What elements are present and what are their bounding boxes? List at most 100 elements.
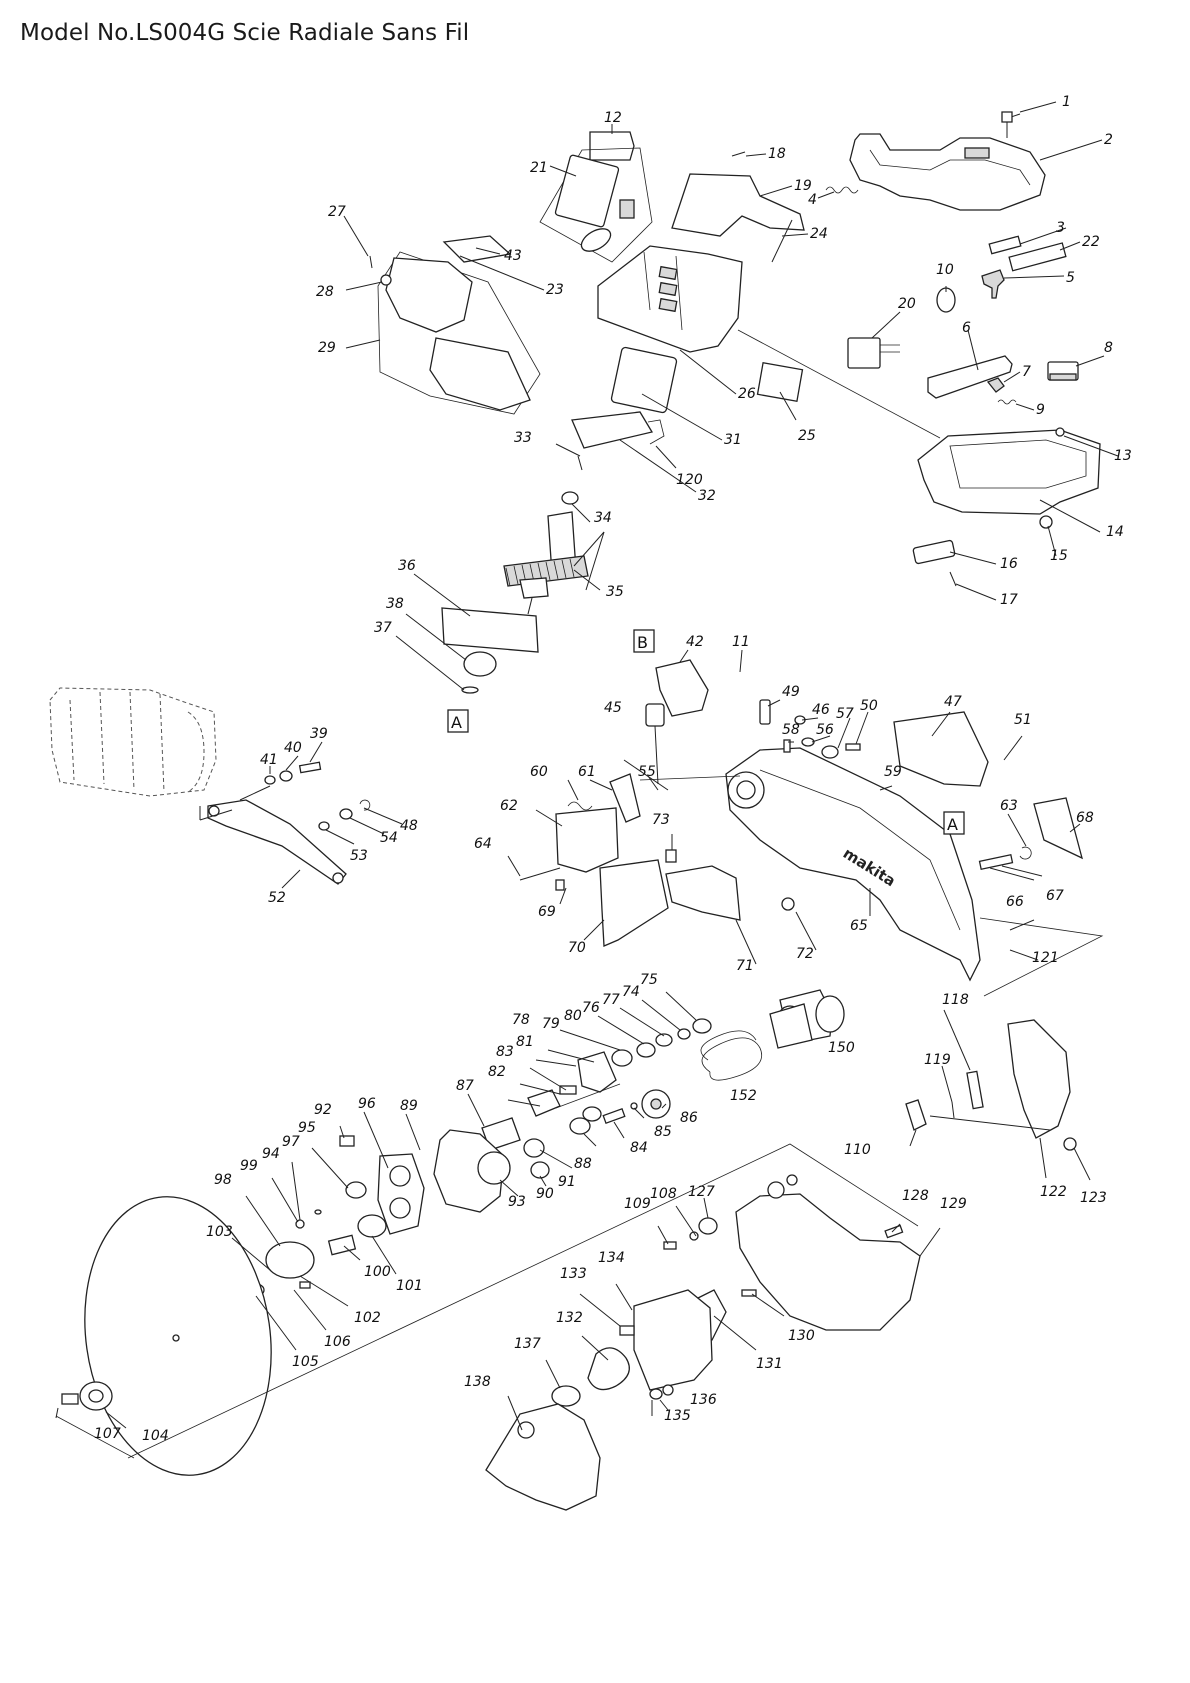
- callout-76: 76: [582, 1000, 600, 1016]
- callout-68: 68: [1076, 810, 1094, 826]
- callout-49: 49: [782, 684, 800, 700]
- callout-86: 86: [680, 1110, 698, 1126]
- callout-120: 120: [676, 472, 703, 488]
- group-outlines: [55, 329, 1104, 1459]
- saw-blade: [61, 1196, 272, 1476]
- base-assembly: [912, 427, 1101, 587]
- callout-28: 28: [316, 284, 334, 300]
- callout-42: 42: [686, 634, 704, 650]
- callout-123: 123: [1080, 1190, 1107, 1206]
- callout-152: 152: [730, 1088, 757, 1104]
- callout-29: 29: [318, 340, 336, 356]
- callout-82: 82: [488, 1064, 506, 1080]
- callout-95: 95: [298, 1120, 316, 1136]
- callout-130: 130: [788, 1328, 815, 1344]
- controller-assembly: [442, 131, 805, 471]
- callout-62: 62: [500, 798, 518, 814]
- callout-88: 88: [574, 1156, 592, 1172]
- callout-67: 67: [1046, 888, 1064, 904]
- marker-a-right-box: [943, 811, 965, 835]
- callout-25: 25: [798, 428, 816, 444]
- callout-79: 79: [542, 1016, 560, 1032]
- callout-47: 47: [944, 694, 962, 710]
- callout-63: 63: [1000, 798, 1018, 814]
- callout-22: 22: [1082, 234, 1100, 250]
- callout-1: 1: [1062, 94, 1071, 110]
- motor-armature: [441, 491, 589, 694]
- marker-a-right: A: [947, 815, 958, 834]
- callout-72: 72: [796, 946, 814, 962]
- callout-50: 50: [860, 698, 878, 714]
- callout-14: 14: [1106, 524, 1124, 540]
- callout-2: 2: [1104, 132, 1113, 148]
- callout-71: 71: [736, 958, 754, 974]
- callout-61: 61: [578, 764, 596, 780]
- callout-133: 133: [560, 1266, 587, 1282]
- callout-99: 99: [240, 1158, 258, 1174]
- page-title: Model No.LS004G Scie Radiale Sans Fil: [20, 20, 470, 46]
- callout-46: 46: [812, 702, 830, 718]
- callout-31: 31: [724, 432, 742, 448]
- motor-outline-ghost: [49, 687, 217, 797]
- callout-106: 106: [324, 1334, 351, 1350]
- callout-121: 121: [1032, 950, 1059, 966]
- callout-58: 58: [782, 722, 800, 738]
- callout-119: 119: [924, 1052, 951, 1068]
- callout-43: 43: [504, 248, 522, 264]
- callout-150: 150: [828, 1040, 855, 1056]
- main-arm-assembly: makita: [519, 659, 1083, 982]
- callout-26: 26: [738, 386, 756, 402]
- marker-b: B: [637, 633, 648, 652]
- callout-19: 19: [794, 178, 812, 194]
- callout-78: 78: [512, 1012, 530, 1028]
- callout-134: 134: [598, 1250, 625, 1266]
- callout-91: 91: [558, 1174, 576, 1190]
- callout-38: 38: [386, 596, 404, 612]
- callout-36: 36: [398, 558, 416, 574]
- callout-70: 70: [568, 940, 586, 956]
- callout-60: 60: [530, 764, 548, 780]
- callout-37: 37: [374, 620, 392, 636]
- callout-8: 8: [1104, 340, 1113, 356]
- callout-23: 23: [546, 282, 564, 298]
- callout-81: 81: [516, 1034, 534, 1050]
- marker-a-upper: A: [451, 713, 462, 732]
- callout-59: 59: [884, 764, 902, 780]
- callout-98: 98: [214, 1172, 232, 1188]
- callout-77: 77: [602, 992, 620, 1008]
- callout-138: 138: [464, 1374, 491, 1390]
- callout-94: 94: [262, 1146, 280, 1162]
- callout-3: 3: [1056, 220, 1065, 236]
- callout-13: 13: [1114, 448, 1132, 464]
- marker-a-upper-box: [447, 709, 469, 733]
- callout-11: 11: [732, 634, 750, 650]
- callout-48: 48: [400, 818, 418, 834]
- callout-102: 102: [354, 1310, 381, 1326]
- callout-109: 109: [624, 1196, 651, 1212]
- callout-65: 65: [850, 918, 868, 934]
- callout-75: 75: [640, 972, 658, 988]
- handle-assembly: [825, 111, 1079, 405]
- callout-27: 27: [328, 204, 346, 220]
- callout-135: 135: [664, 1408, 691, 1424]
- reference-markers: A A B: [447, 629, 965, 835]
- callout-56: 56: [816, 722, 834, 738]
- callout-100: 100: [364, 1264, 391, 1280]
- callout-107: 107: [94, 1426, 121, 1442]
- callout-87: 87: [456, 1078, 474, 1094]
- callout-80: 80: [564, 1008, 582, 1024]
- callout-110: 110: [844, 1142, 871, 1158]
- callout-52: 52: [268, 890, 286, 906]
- callout-4: 4: [808, 192, 817, 208]
- callout-15: 15: [1050, 548, 1068, 564]
- gear-train: [247, 989, 845, 1297]
- callout-16: 16: [1000, 556, 1018, 572]
- callout-97: 97: [282, 1134, 300, 1150]
- link-assembly: [207, 761, 371, 885]
- callout-5: 5: [1066, 270, 1075, 286]
- callout-24: 24: [810, 226, 828, 242]
- callout-93: 93: [508, 1194, 526, 1210]
- callout-6: 6: [962, 320, 971, 336]
- callout-64: 64: [474, 836, 492, 852]
- callout-39: 39: [310, 726, 328, 742]
